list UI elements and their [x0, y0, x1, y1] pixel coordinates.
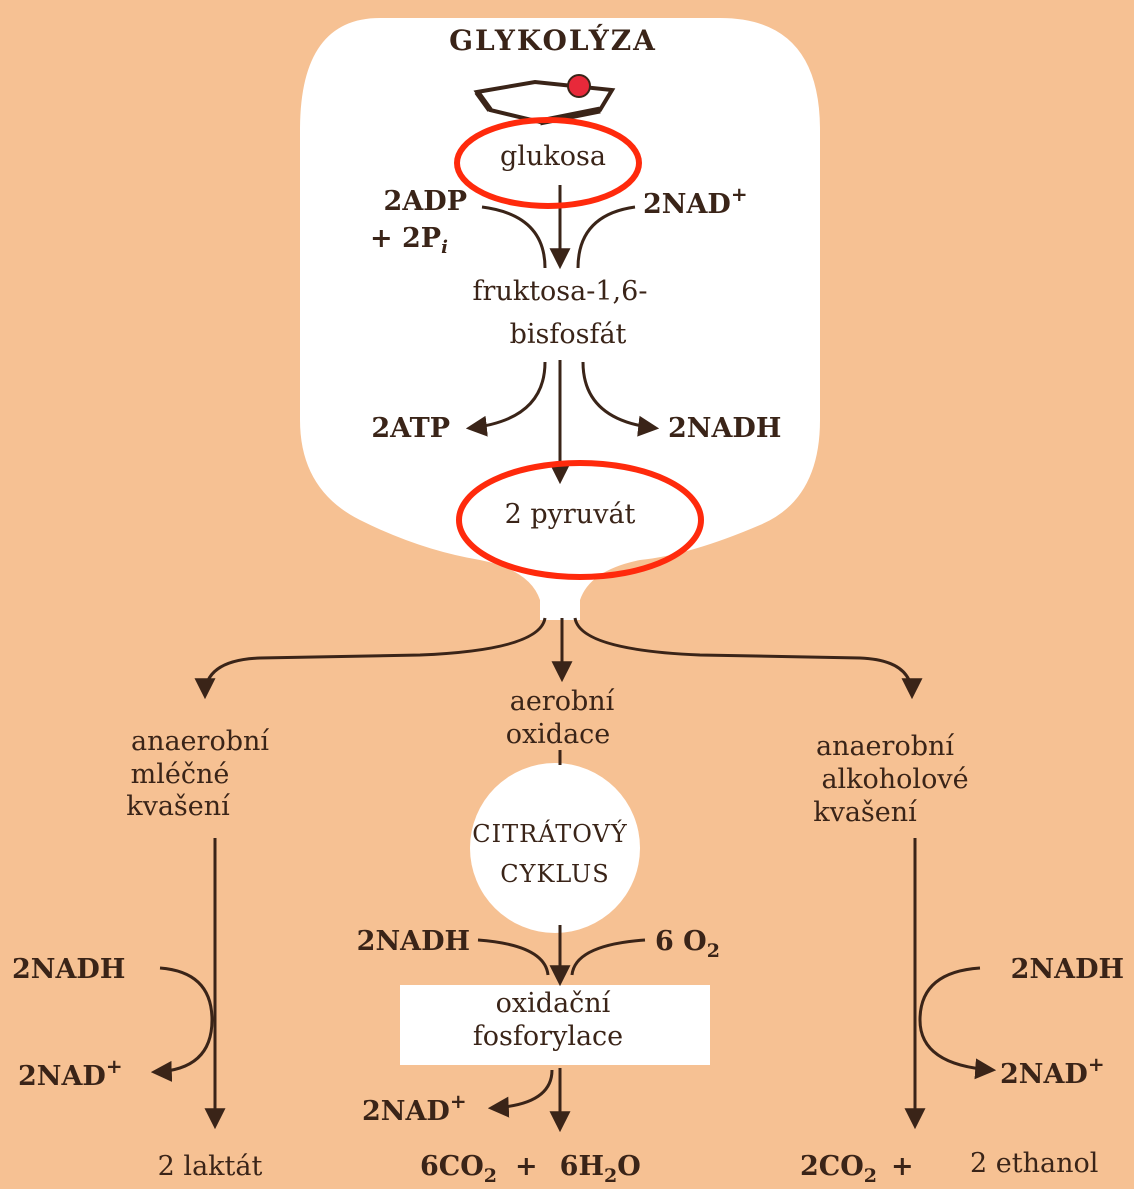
branch-arrows — [205, 618, 912, 695]
nadh-out-label: 2NADH — [668, 413, 781, 444]
glucose-label: glukosa — [500, 141, 606, 172]
alcoholic-products-label: 2CO2+ — [800, 1151, 914, 1187]
fructose-label-line2: bisfosfát — [510, 319, 627, 350]
ethanol-label: 2 ethanol — [970, 1148, 1098, 1179]
oxphos-label-line1: oxidační — [496, 988, 611, 1019]
alcoholic-nadh-label: 2NADH — [1011, 954, 1124, 985]
aerobic-products-label: 6CO2+6H2O — [420, 1151, 641, 1187]
aerobic-label-line1: aerobní — [510, 686, 615, 717]
alcoholic-nad-arrow — [920, 968, 992, 1070]
oxphos-oxygen-arrow — [572, 940, 645, 975]
aerobic-label-line2: oxidace — [506, 719, 611, 750]
pi-label: + 2Pi — [370, 223, 448, 258]
oxphos-nad-arrow — [492, 1070, 552, 1108]
oxphos-label-line2: fosforylace — [473, 1021, 623, 1052]
citric-cycle-label-line1: CITRÁTOVÝ — [472, 819, 628, 848]
pyruvate-label: 2 pyruvát — [505, 499, 636, 530]
lactic-nad-arrow — [155, 968, 212, 1072]
lactic-label-line1: anaerobní — [131, 726, 269, 757]
adp-label: 2ADP — [384, 186, 467, 217]
citric-cycle-label-line2: CYKLUS — [500, 860, 609, 888]
aerobic-nad-label: 2NAD+ — [362, 1089, 467, 1127]
lactate-label: 2 laktát — [158, 1151, 263, 1182]
alcoholic-label-line1: anaerobní — [816, 731, 954, 762]
glycolysis-title: GLYKOLÝZA — [449, 24, 657, 57]
citric-cycle-panel — [470, 763, 640, 933]
lactic-label-line3: kvašení — [126, 791, 230, 822]
alcoholic-label-line3: kvašení — [813, 797, 917, 828]
lactic-nadh-label: 2NADH — [12, 954, 125, 985]
alcoholic-label-line2: alkoholové — [821, 764, 968, 795]
aerobic-nadh-label: 2NADH — [357, 926, 470, 957]
oxygen-label: 6 O2 — [655, 926, 720, 962]
atp-label: 2ATP — [371, 413, 450, 444]
fructose-label-line1: fruktosa-1,6- — [473, 276, 648, 307]
oxphos-nadh-arrow — [478, 940, 548, 975]
alcoholic-nad-label: 2NAD+ — [1000, 1052, 1105, 1090]
lactic-nad-label: 2NAD+ — [18, 1054, 123, 1092]
lactic-label-line2: mléčné — [131, 759, 230, 790]
